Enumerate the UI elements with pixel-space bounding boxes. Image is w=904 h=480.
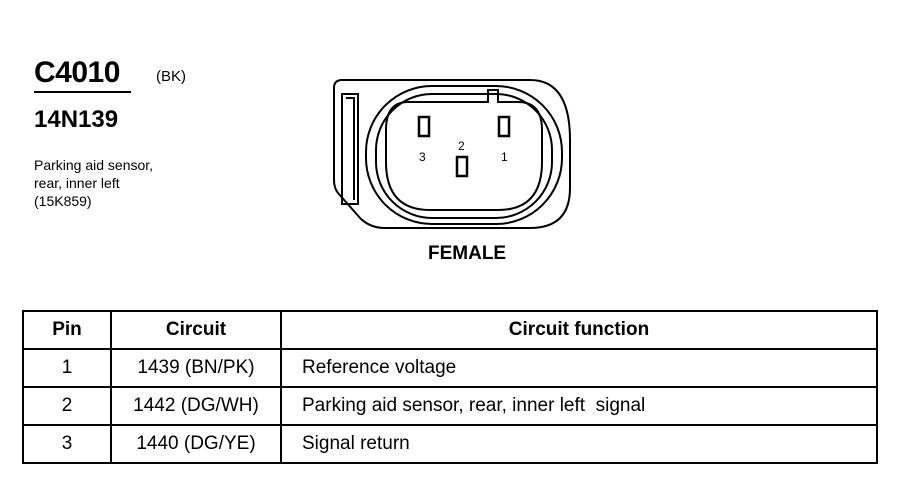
function-cell: Signal return xyxy=(280,424,878,464)
connector-code: C4010 xyxy=(34,56,120,89)
pin-1-terminal xyxy=(497,115,511,138)
pinout-table: Pin Circuit Circuit function 1 1439 (BN/… xyxy=(22,310,878,464)
header-divider xyxy=(34,91,131,93)
pin-label: 2 xyxy=(458,139,465,153)
pin-label: 3 xyxy=(419,150,426,164)
connector-description: Parking aid sensor, rear, inner left (15… xyxy=(34,156,153,210)
pin-cell: 1 xyxy=(22,348,112,388)
function-cell: Reference voltage xyxy=(280,348,878,388)
connector-latch xyxy=(341,93,359,205)
mating-face-outer xyxy=(365,85,563,225)
description-line: Parking aid sensor, xyxy=(34,157,154,173)
pin-2-terminal xyxy=(455,155,469,178)
column-header-pin: Pin xyxy=(22,310,112,350)
table-row: 1 1439 (BN/PK) Reference voltage xyxy=(22,348,878,388)
circuit-cell: 1442 (DG/WH) xyxy=(110,386,282,426)
circuit-cell: 1440 (DG/YE) xyxy=(110,424,282,464)
connector-color: (BK) xyxy=(156,68,186,85)
description-line: (15K859) xyxy=(34,193,92,209)
column-header-circuit: Circuit xyxy=(110,310,282,350)
pin-label: 1 xyxy=(501,150,508,164)
connector-housing xyxy=(333,79,571,229)
connector-header: C4010 (BK) xyxy=(34,56,214,90)
table-row: 3 1440 (DG/YE) Signal return xyxy=(22,424,878,464)
description-line: rear, inner left xyxy=(34,175,120,191)
pin-cell: 2 xyxy=(22,386,112,426)
inner-cavity xyxy=(385,89,543,211)
function-cell: Parking aid sensor, rear, inner left sig… xyxy=(280,386,878,426)
column-header-function: Circuit function xyxy=(280,310,878,350)
table-header-row: Pin Circuit Circuit function xyxy=(22,310,878,350)
part-number: 14N139 xyxy=(34,106,119,133)
pin-cell: 3 xyxy=(22,424,112,464)
view-label: FEMALE xyxy=(428,243,507,264)
connector-diagram: 3 2 1 xyxy=(333,79,571,229)
mating-face-inner xyxy=(375,93,553,219)
pin-3-terminal xyxy=(417,115,431,138)
circuit-cell: 1439 (BN/PK) xyxy=(110,348,282,388)
table-row: 2 1442 (DG/WH) Parking aid sensor, rear,… xyxy=(22,386,878,426)
